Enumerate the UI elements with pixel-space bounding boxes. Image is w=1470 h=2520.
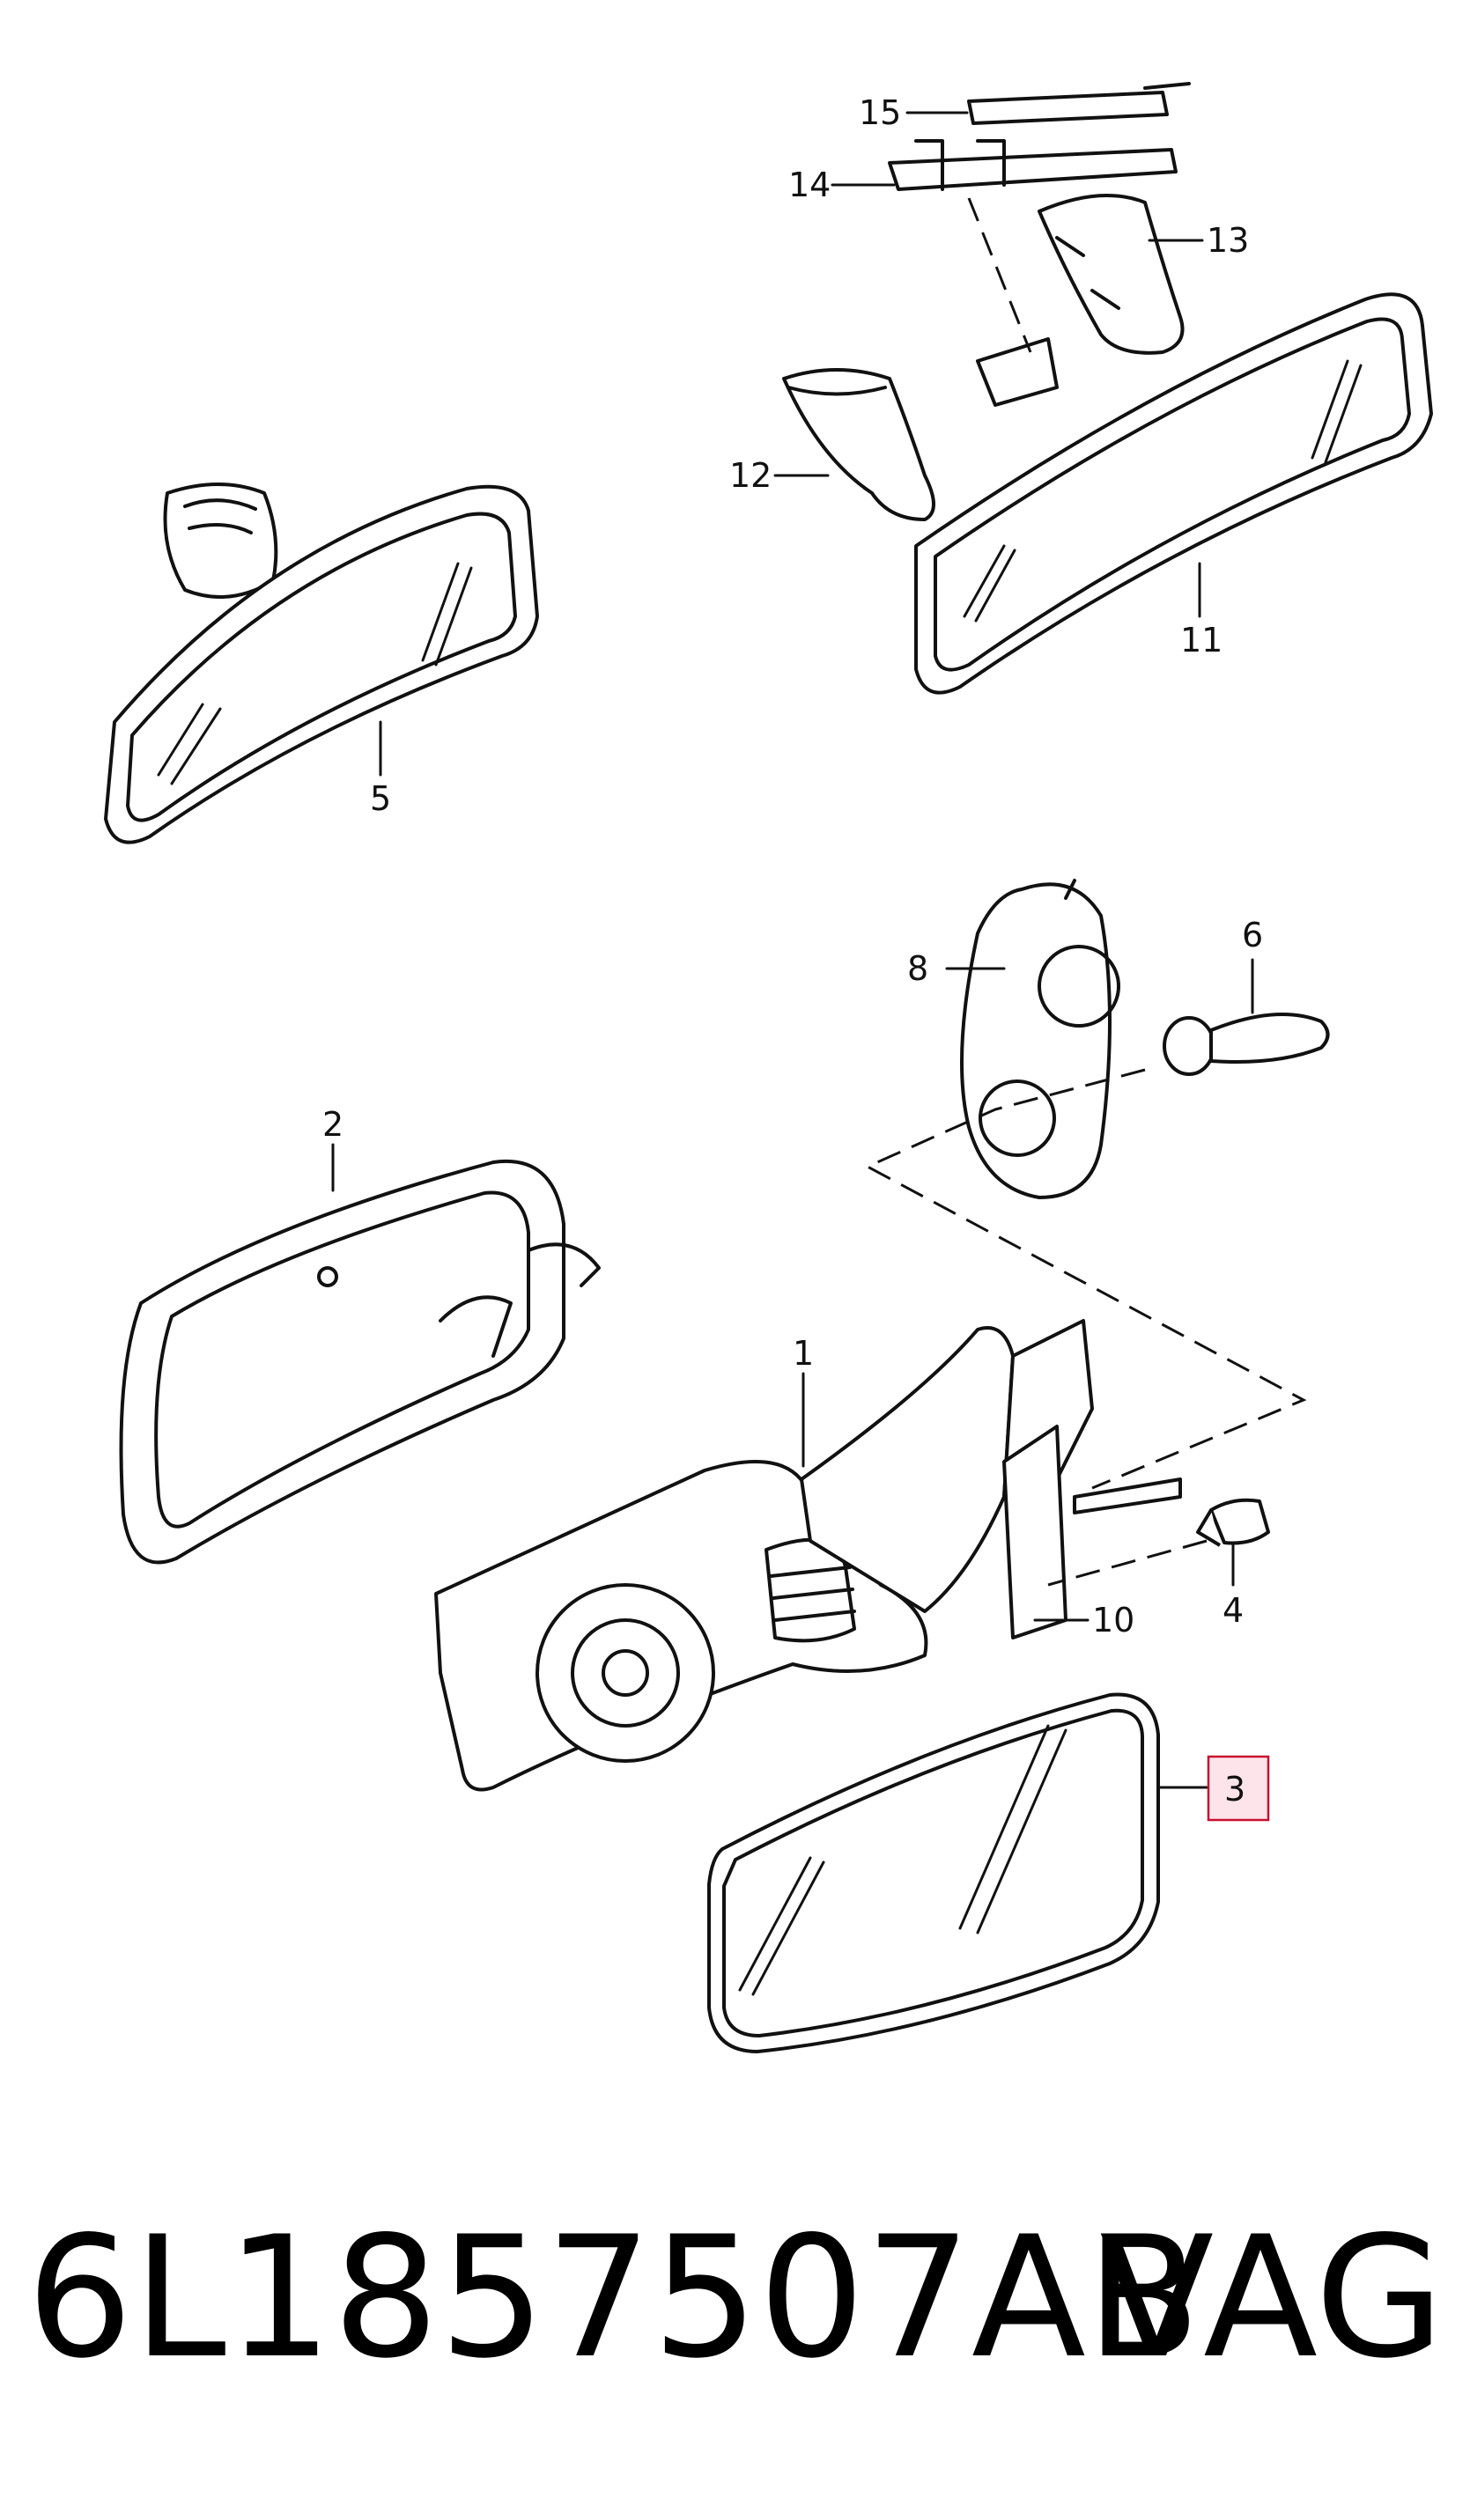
callout-5: 5 bbox=[370, 720, 391, 818]
callout-1: 1 bbox=[793, 1334, 814, 1468]
part-5-interior-mirror bbox=[104, 483, 539, 844]
svg-text:8: 8 bbox=[907, 949, 928, 988]
footer: 6L1857507AB VAG bbox=[26, 2201, 1444, 2395]
callout-8: 8 bbox=[907, 949, 1006, 988]
part-3-mirror-glass bbox=[707, 1692, 1160, 2053]
part-15-strip bbox=[967, 82, 1191, 125]
callout-11: 11 bbox=[1180, 562, 1223, 659]
callout-3-highlighted[interactable]: 3 bbox=[1156, 1755, 1270, 1822]
callout-4: 4 bbox=[1223, 1541, 1244, 1630]
assembly-line-bulb-plate bbox=[864, 1068, 1307, 1490]
svg-text:14: 14 bbox=[788, 166, 831, 204]
svg-text:2: 2 bbox=[322, 1105, 343, 1144]
callout-14: 14 bbox=[788, 166, 896, 204]
part-12-cover bbox=[782, 368, 935, 521]
part-8-carrier-plate bbox=[960, 879, 1120, 1199]
svg-text:4: 4 bbox=[1223, 1591, 1244, 1630]
svg-text:11: 11 bbox=[1180, 621, 1223, 659]
part-11-interior-mirror bbox=[914, 292, 1433, 695]
part-13-cover bbox=[1038, 194, 1185, 355]
part-number: 6L1857507AB bbox=[26, 2200, 1201, 2395]
callout-10: 10 bbox=[1033, 1601, 1134, 1639]
svg-text:1: 1 bbox=[793, 1334, 814, 1373]
callout-12: 12 bbox=[729, 456, 830, 495]
svg-text:12: 12 bbox=[729, 456, 772, 495]
svg-text:10: 10 bbox=[1092, 1601, 1134, 1639]
callout-3-highlight-box bbox=[1207, 1755, 1270, 1822]
svg-text:13: 13 bbox=[1207, 221, 1249, 260]
part-14-clip bbox=[888, 139, 1178, 407]
assembly-line-14-to-bracket bbox=[967, 197, 1032, 353]
part-1-mirror-base bbox=[434, 1319, 1182, 1792]
svg-text:6: 6 bbox=[1242, 916, 1263, 954]
brand-name: VAG bbox=[1099, 2200, 1444, 2395]
assembly-line-screw bbox=[1047, 1539, 1208, 1587]
callout-6: 6 bbox=[1242, 916, 1263, 1014]
part-4-screw bbox=[1196, 1498, 1270, 1547]
svg-text:15: 15 bbox=[859, 93, 901, 132]
part-10-holder bbox=[1002, 1425, 1067, 1639]
part-2-mirror-housing bbox=[119, 1159, 601, 1565]
svg-text:5: 5 bbox=[370, 779, 391, 818]
callout-13: 13 bbox=[1148, 221, 1249, 260]
callout-2: 2 bbox=[322, 1105, 343, 1192]
callout-15: 15 bbox=[859, 93, 969, 132]
svg-text:3: 3 bbox=[1224, 1770, 1245, 1809]
part-6-bulb bbox=[1163, 1013, 1330, 1076]
